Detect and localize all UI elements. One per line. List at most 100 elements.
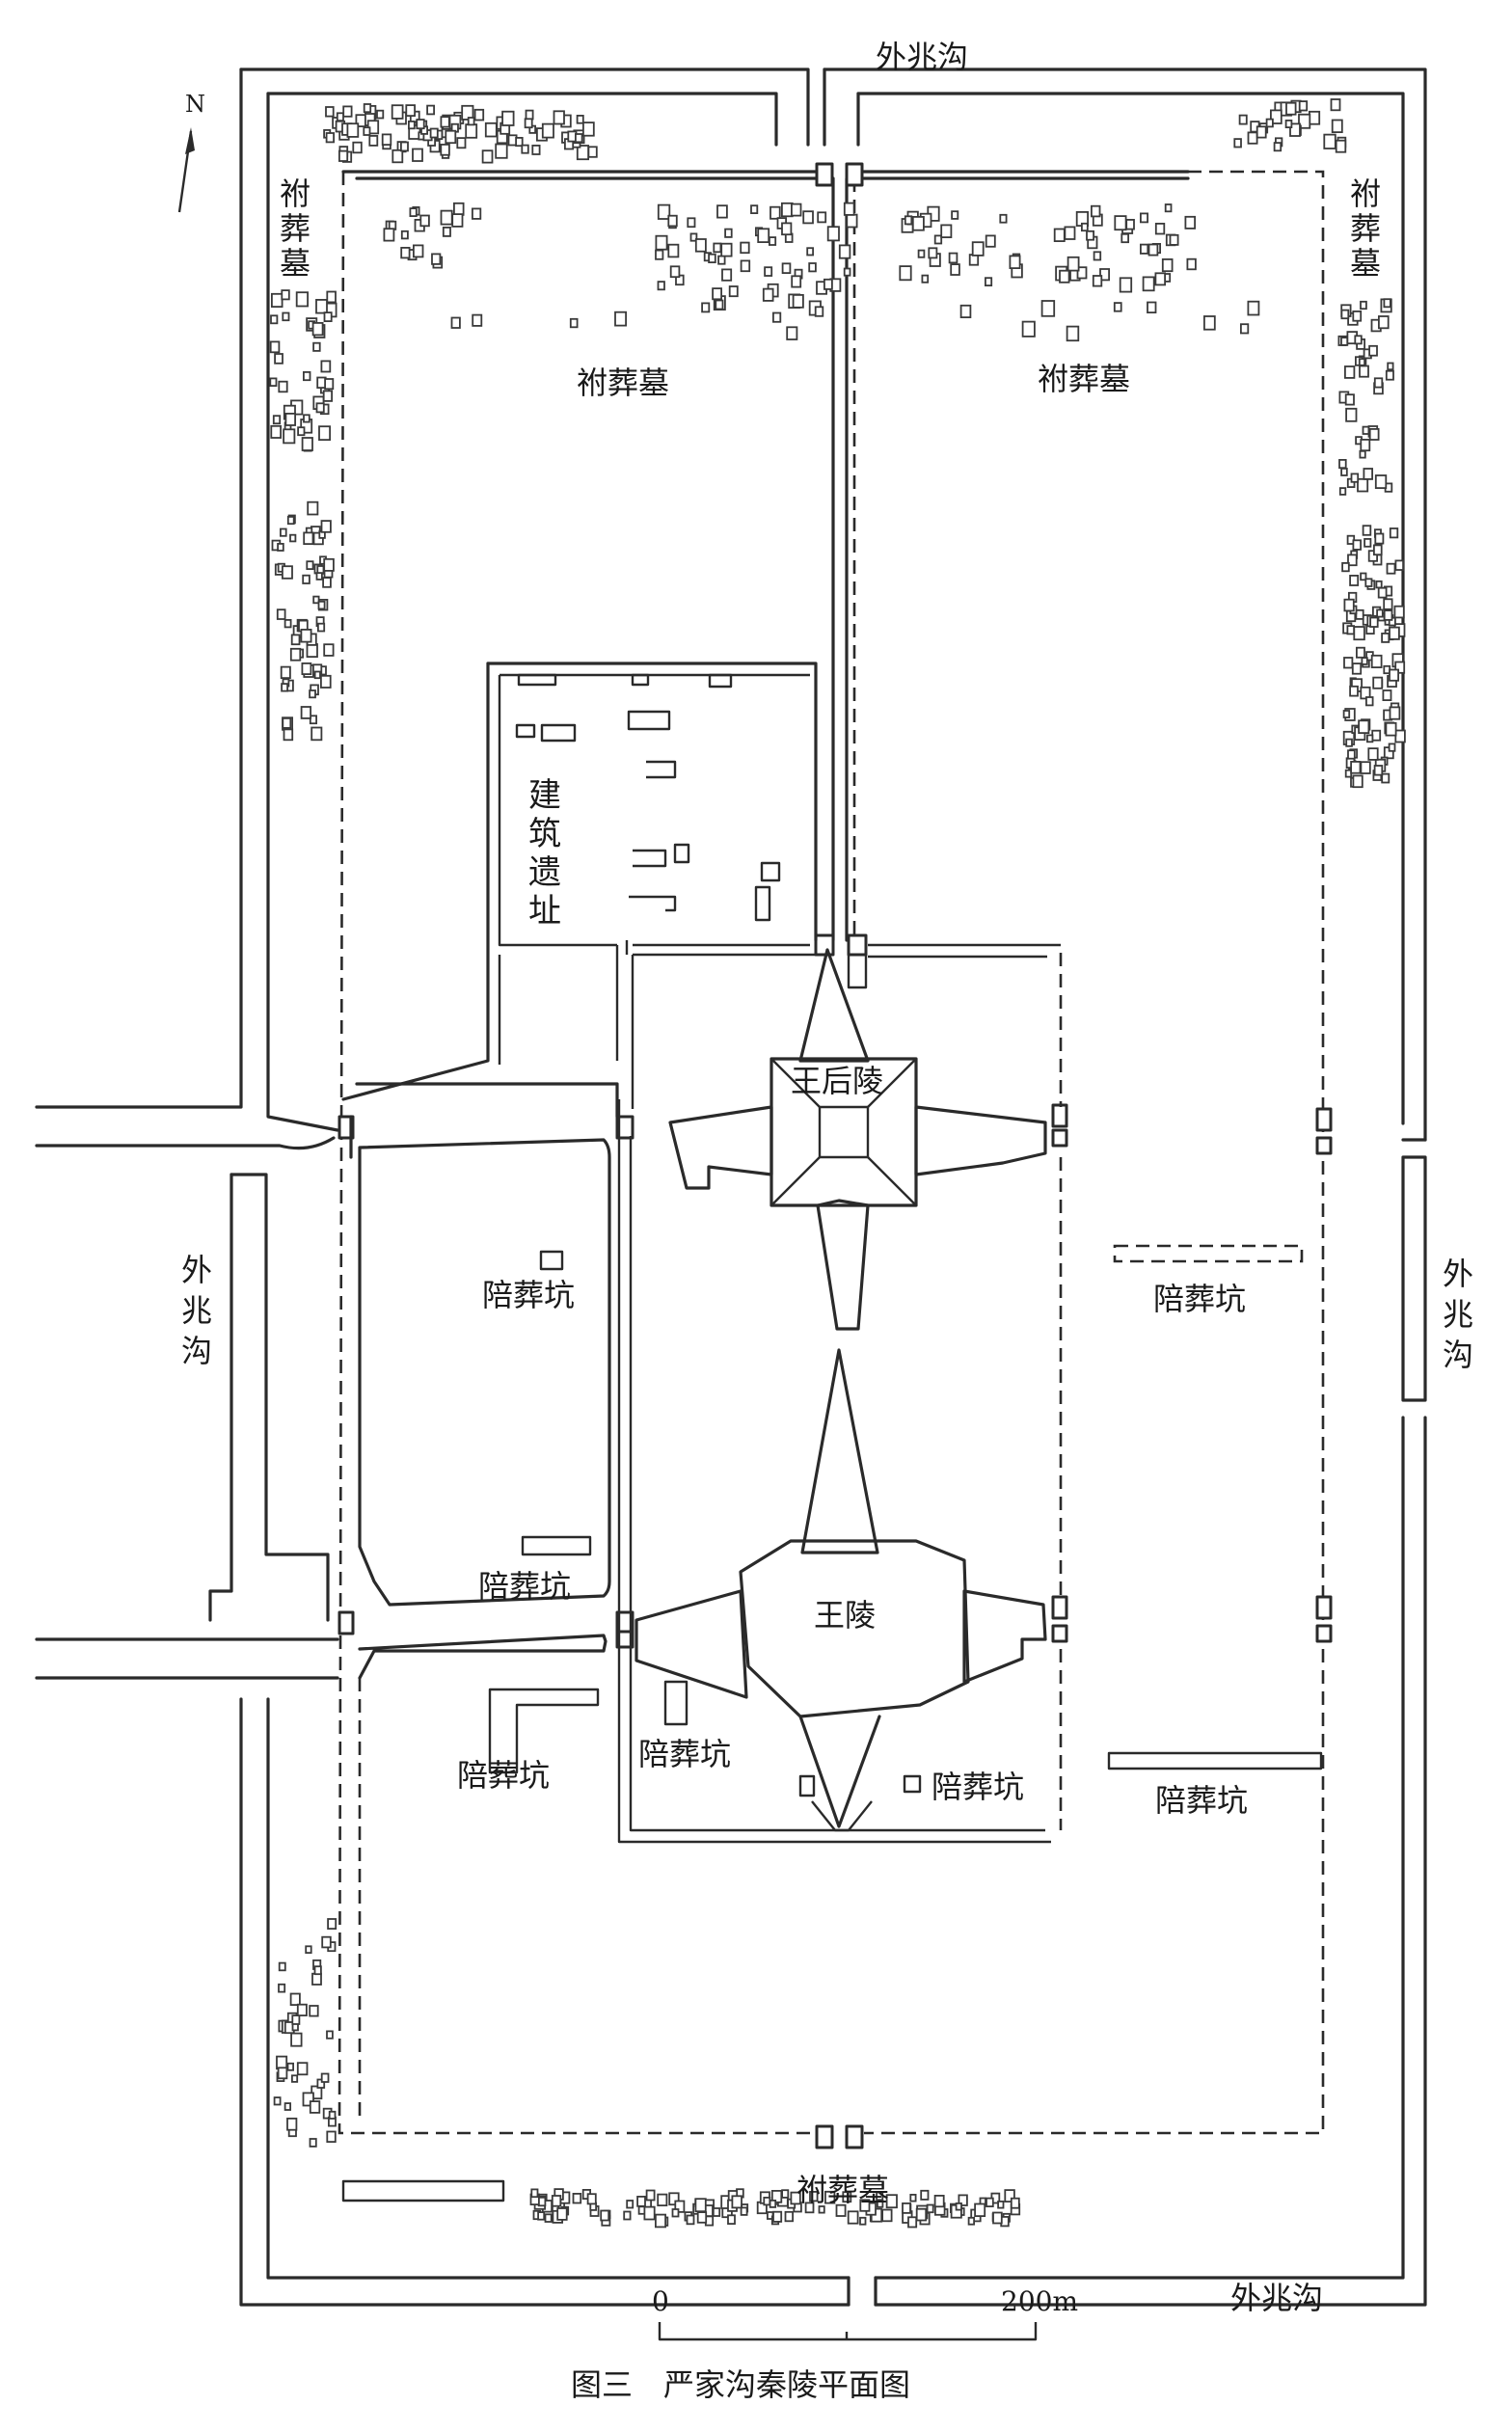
- tomb-mark: [1148, 243, 1159, 257]
- tomb-mark: [1009, 255, 1021, 269]
- tomb-mark: [323, 311, 333, 323]
- tomb-mark: [1064, 226, 1076, 240]
- tomb-mark: [1343, 657, 1354, 669]
- tomb-mark: [1119, 277, 1133, 293]
- tomb-mark: [1265, 118, 1274, 128]
- tomb-mark: [1360, 438, 1371, 452]
- tomb-mark: [322, 390, 334, 402]
- tomb-mark: [1389, 706, 1401, 720]
- burial-left-outer-char-1: 祔: [280, 176, 310, 212]
- tomb-mark: [286, 516, 295, 526]
- tomb-mark: [992, 2211, 1003, 2225]
- tomb-mark: [974, 2202, 986, 2218]
- tomb-mark: [301, 662, 312, 676]
- tomb-mark: [300, 706, 312, 719]
- tomb-mark: [1373, 544, 1383, 556]
- tomb-mark: [326, 2030, 334, 2040]
- north-label: N: [185, 91, 205, 118]
- tomb-mark: [537, 2211, 546, 2221]
- tomb-mark: [450, 316, 461, 329]
- tomb-mark: [569, 317, 579, 329]
- tomb-mark: [289, 1992, 301, 2007]
- tomb-mark: [544, 2213, 553, 2223]
- tomb-mark: [636, 2195, 646, 2207]
- tomb-mark: [1053, 228, 1066, 243]
- tomb-mark: [740, 2206, 748, 2216]
- tomb-mark: [363, 126, 371, 136]
- tomb-mark: [312, 341, 321, 352]
- tomb-mark: [694, 238, 707, 253]
- tomb-mark: [1366, 734, 1374, 743]
- tomb-mark: [708, 253, 716, 264]
- tomb-mark: [1169, 233, 1179, 246]
- tomb-mark: [1203, 315, 1216, 331]
- tomb-mark: [289, 647, 302, 662]
- tomb-mark: [814, 306, 824, 317]
- tomb-mark: [1346, 625, 1356, 635]
- tomb-mark: [1330, 98, 1341, 112]
- tomb-mark: [997, 2200, 1005, 2209]
- tomb-mark: [791, 275, 802, 288]
- tomb-mark: [1355, 608, 1364, 620]
- tomb-mark: [959, 304, 972, 318]
- tomb-mark: [484, 122, 498, 138]
- tomb-mark: [1362, 525, 1372, 536]
- tomb-mark: [325, 132, 336, 144]
- tomb-mark: [772, 311, 782, 323]
- tomb-mark: [835, 2203, 847, 2217]
- tomb-mark: [1350, 473, 1360, 483]
- tomb-mark: [1374, 532, 1385, 545]
- tomb-mark: [1382, 689, 1392, 702]
- tomb-mark: [1373, 765, 1384, 776]
- tomb-mark: [713, 242, 722, 254]
- tomb-mark: [278, 1961, 286, 1972]
- tomb-mark: [1338, 487, 1347, 496]
- tomb-mark: [324, 378, 335, 391]
- tomb-mark: [515, 136, 524, 148]
- tomb-mark: [1298, 113, 1311, 129]
- tomb-mark: [451, 213, 464, 228]
- tomb-mark: [1114, 215, 1127, 231]
- tomb-mark: [1387, 362, 1394, 371]
- tomb-mark: [1354, 335, 1363, 345]
- pit-label-5: 陪葬坑: [932, 1769, 1024, 1805]
- burial-right-outer-char-1: 祔: [1350, 176, 1381, 212]
- tomb-mark: [553, 110, 565, 125]
- pit-features: [341, 1244, 1323, 2202]
- tomb-mark: [721, 268, 733, 282]
- tomb-mark: [1361, 657, 1368, 665]
- tomb-mark: [824, 2190, 836, 2204]
- scale-start: 0: [652, 2285, 669, 2317]
- tomb-mark: [877, 2199, 884, 2208]
- building-site-label: 建 筑 遗 址: [528, 776, 561, 931]
- tomb-mark: [309, 2005, 319, 2017]
- burial-right-outer-char-2: 葬: [1350, 210, 1381, 247]
- tomb-mark: [1358, 719, 1370, 734]
- burial-left-outer-char-3: 墓: [280, 245, 310, 282]
- ditch-left-char-1: 外: [181, 1252, 212, 1288]
- tomb-mark: [657, 2193, 668, 2207]
- tomb-mark: [763, 2196, 771, 2206]
- tomb-mark: [1066, 256, 1080, 272]
- tomb-mark: [405, 104, 416, 117]
- tomb-mark: [326, 2130, 337, 2144]
- tomb-mark: [1092, 275, 1103, 287]
- tomb-mark: [1340, 309, 1350, 320]
- ditch-right-label: 外 兆 沟: [1443, 1256, 1473, 1373]
- tomb-mark: [985, 234, 996, 248]
- tomb-mark: [971, 241, 985, 257]
- tomb-mark: [338, 149, 349, 162]
- tomb-mark: [429, 127, 439, 139]
- tomb-mark: [1389, 527, 1399, 539]
- tomb-mark: [727, 2214, 736, 2226]
- tomb-mark: [614, 311, 628, 327]
- tomb-mark: [286, 2062, 294, 2071]
- tomb-mark: [440, 116, 450, 128]
- tomb-mark: [842, 2191, 852, 2203]
- tomb-mark: [277, 2067, 288, 2080]
- tomb-mark: [315, 402, 325, 414]
- tomb-mark: [1186, 257, 1197, 271]
- tomb-mark: [473, 108, 485, 122]
- tomb-mark: [716, 204, 728, 219]
- tomb-mark: [917, 249, 926, 258]
